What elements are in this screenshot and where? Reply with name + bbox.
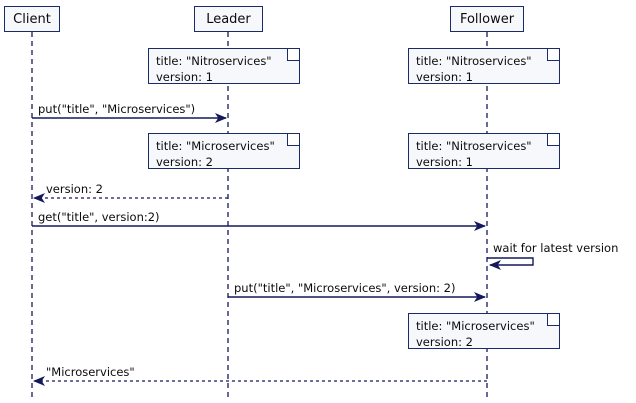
note-line-version: version: 1	[416, 69, 473, 84]
participant-leader-label: Leader	[206, 11, 251, 27]
note-fold-corner-icon	[287, 49, 299, 61]
note-line-title: title: "Microservices"	[156, 139, 275, 153]
message-label-put-replicate: put("title", "Microservices", version: 2…	[234, 281, 456, 295]
note-line-title: title: "Nitroservices"	[416, 139, 532, 153]
note-fold-corner-icon	[547, 314, 559, 326]
participant-leader[interactable]: Leader	[194, 6, 263, 32]
message-label-microservices-reply: "Microservices"	[46, 365, 135, 379]
note-fold-corner-icon	[547, 134, 559, 146]
message-label-wait-for-latest-version: wait for latest version	[493, 241, 619, 255]
participant-follower-label: Follower	[459, 11, 515, 27]
note-follower-version-2: title: "Microservices" version: 2	[408, 313, 560, 349]
note-line-version: version: 2	[156, 154, 213, 169]
message-arrow-wait-for-latest-version	[487, 257, 534, 270]
message-label-get-title-version-2: get("title", version:2)	[38, 210, 160, 224]
note-line-title: title: "Microservices"	[416, 319, 535, 333]
note-leader-version-1: title: "Nitroservices" version: 1	[148, 48, 300, 84]
participant-client[interactable]: Client	[4, 6, 60, 32]
note-leader-version-2: title: "Microservices" version: 2	[148, 133, 300, 169]
note-line-version: version: 2	[416, 334, 473, 349]
note-follower-version-1-stale: title: "Nitroservices" version: 1	[408, 133, 560, 169]
note-line-title: title: "Nitroservices"	[416, 54, 532, 68]
participant-client-label: Client	[13, 11, 51, 27]
note-fold-corner-icon	[547, 49, 559, 61]
note-fold-corner-icon	[287, 134, 299, 146]
note-follower-version-1-initial: title: "Nitroservices" version: 1	[408, 48, 560, 84]
note-line-version: version: 1	[416, 154, 473, 169]
message-label-version-2-reply: version: 2	[46, 182, 103, 196]
note-line-title: title: "Nitroservices"	[156, 54, 272, 68]
note-line-version: version: 1	[156, 69, 213, 84]
participant-follower[interactable]: Follower	[450, 6, 524, 32]
message-label-put-title-microservices: put("title", "Microservices")	[38, 102, 196, 116]
